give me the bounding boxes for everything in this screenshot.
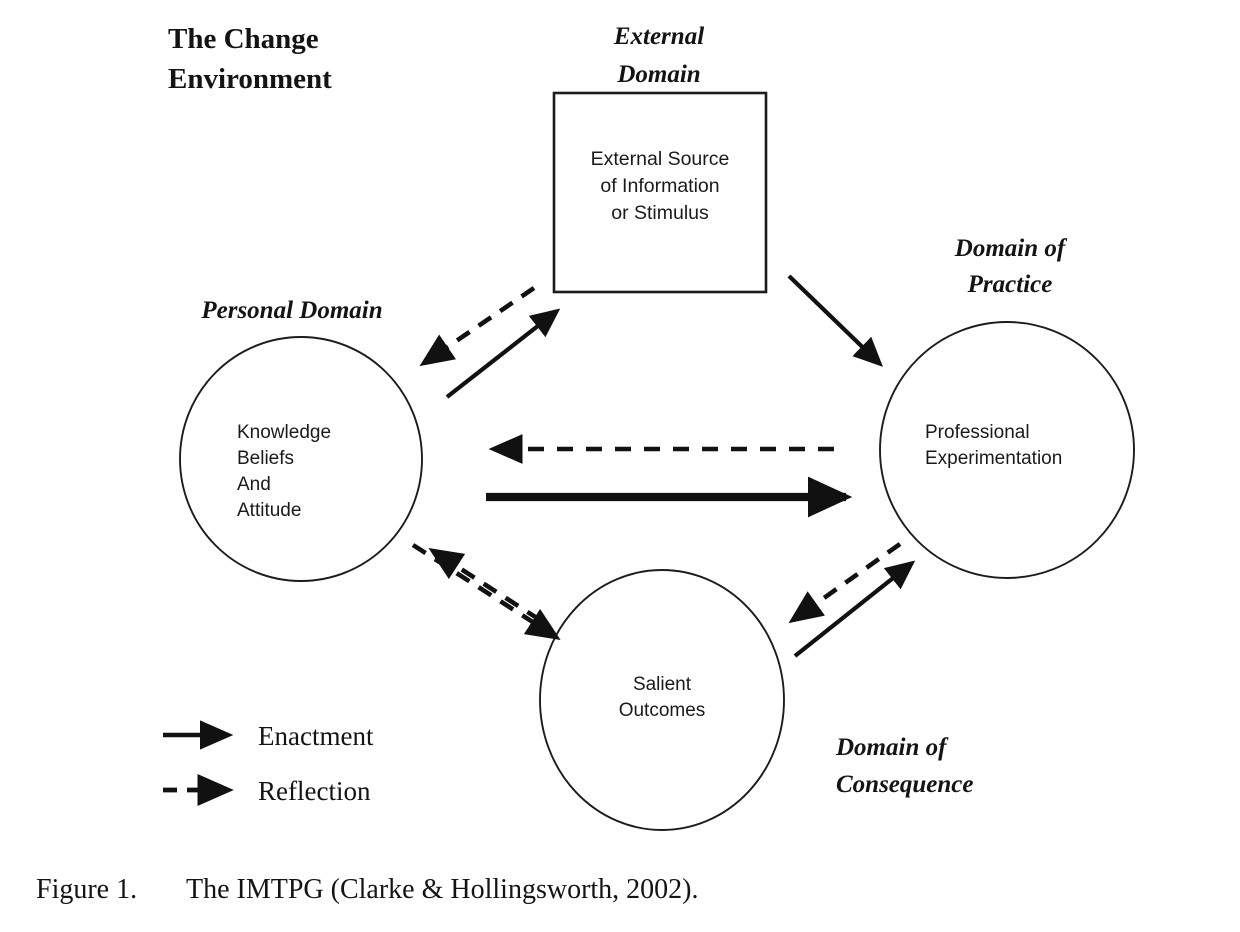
node-external-domain[interactable]: External Domain External Source of Infor… (552, 23, 768, 294)
legend-item-reflection: Reflection (163, 773, 371, 807)
arrow-external-to-personal-reflection (419, 286, 536, 367)
legend-item-enactment: Enactment (163, 720, 374, 751)
domain-of-practice-body-line-2: Experimentation (925, 448, 1062, 469)
arrow-consequence-to-personal-reflection (428, 548, 542, 622)
domain-of-practice-label-line-1: Domain of (954, 235, 1068, 262)
legend: Enactment Reflection (163, 720, 374, 807)
personal-domain-body-line-3: And (237, 474, 271, 495)
personal-domain-body-line-2: Beliefs (237, 448, 294, 469)
domain-of-consequence-body-line-2: Outcomes (619, 700, 706, 721)
figure-caption-label: Figure 1. (36, 874, 137, 905)
arrow-personal-to-external-enactment (445, 308, 561, 399)
domain-of-practice-body-line-1: Professional (925, 422, 1030, 443)
personal-domain-label: Personal Domain (200, 297, 382, 324)
domain-of-consequence-circle[interactable] (539, 569, 785, 831)
legend-label-reflection: Reflection (258, 776, 371, 806)
page-title-line-2: Environment (168, 63, 332, 95)
external-domain-body-line-1: External Source (591, 148, 730, 170)
personal-domain-body-line-4: Attitude (237, 500, 301, 521)
arrow-personal-to-consequence-reflection (411, 543, 561, 640)
arrow-consequence-to-practice-enactment (793, 560, 916, 658)
node-domain-of-practice[interactable]: Domain of Practice Professional Experime… (879, 235, 1135, 579)
external-domain-body-line-3: or Stimulus (611, 202, 709, 224)
external-domain-label-line-2: Domain (616, 61, 700, 88)
page-title-line-1: The Change (168, 23, 319, 55)
legend-label-enactment: Enactment (258, 721, 374, 751)
domain-of-consequence-label-line-2: Consequence (836, 771, 974, 798)
external-domain-body-line-2: of Information (600, 175, 719, 197)
personal-domain-body-line-1: Knowledge (237, 422, 331, 443)
domain-of-practice-label-line-2: Practice (967, 271, 1053, 298)
arrow-external-to-practice-enactment (787, 274, 883, 367)
arrow-practice-to-consequence-reflection (788, 542, 902, 624)
domain-of-practice-circle[interactable] (879, 321, 1135, 579)
figure-caption-text: The IMTPG (Clarke & Hollingsworth, 2002)… (186, 874, 699, 905)
domain-of-consequence-label-line-1: Domain of (835, 734, 949, 761)
external-domain-label-line-1: External (613, 23, 704, 50)
figure-caption: Figure 1. The IMTPG (Clarke & Hollingswo… (36, 874, 699, 905)
external-domain-box[interactable] (552, 91, 768, 294)
personal-domain-circle[interactable] (179, 336, 423, 582)
page-title: The Change Environment (168, 23, 332, 95)
node-domain-of-consequence[interactable]: Salient Outcomes Domain of Consequence (539, 569, 974, 831)
node-personal-domain[interactable]: Personal Domain Knowledge Beliefs And At… (179, 297, 423, 582)
domain-of-consequence-body-line-1: Salient (633, 674, 692, 695)
